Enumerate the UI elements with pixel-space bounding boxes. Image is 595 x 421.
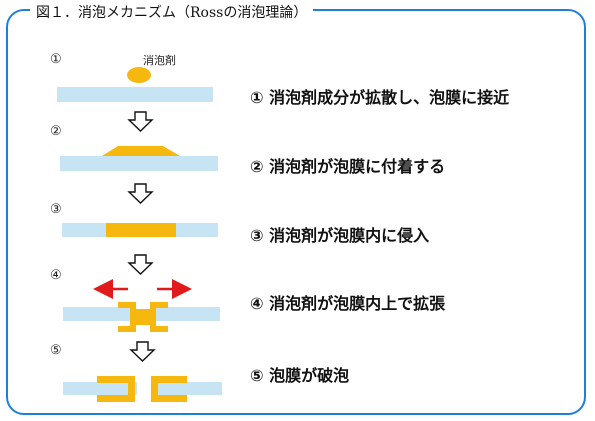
- foam-film-2: [60, 156, 218, 171]
- antifoam-attached: [102, 146, 180, 156]
- stage-3-number: ③: [50, 202, 62, 217]
- down-arrow-icon: [129, 341, 156, 362]
- foam-film-5-right: [152, 382, 222, 395]
- step-3-text: ③ 消泡剤が泡膜内に侵入: [250, 226, 430, 245]
- figure-frame: [6, 9, 586, 415]
- antifoam-invaded: [106, 223, 176, 237]
- foam-film-4-right: [150, 307, 220, 321]
- antifoam-droplet: [127, 67, 151, 83]
- antifoam-label: 消泡剤: [143, 54, 176, 67]
- down-arrow-icon: [127, 111, 154, 132]
- antifoam-left-piece: [97, 376, 135, 402]
- down-arrow-icon: [127, 254, 154, 275]
- foam-film-4-left: [63, 307, 133, 321]
- figure-title: 図１．消泡メカニズム（Rossの消泡理論）: [30, 2, 314, 22]
- foam-film-5-left: [63, 382, 137, 395]
- stage-2-number: ②: [50, 124, 62, 139]
- stage-5-number: ⑤: [50, 343, 62, 358]
- antifoam-right-piece: [151, 376, 187, 402]
- foam-film-1: [57, 87, 213, 102]
- step-2-text: ② 消泡剤が泡膜に付着する: [250, 157, 446, 176]
- stage-1-number: ①: [50, 52, 62, 67]
- step-5-text: ⑤ 泡膜が破泡: [250, 366, 350, 385]
- antifoam-spreading: [118, 302, 168, 332]
- stage-4-number: ④: [50, 268, 62, 283]
- down-arrow-icon: [127, 183, 154, 204]
- step-1-text: ① 消泡剤成分が拡散し、泡膜に接近: [250, 88, 510, 107]
- step-4-text: ④ 消泡剤が泡膜内上で拡張: [250, 294, 446, 313]
